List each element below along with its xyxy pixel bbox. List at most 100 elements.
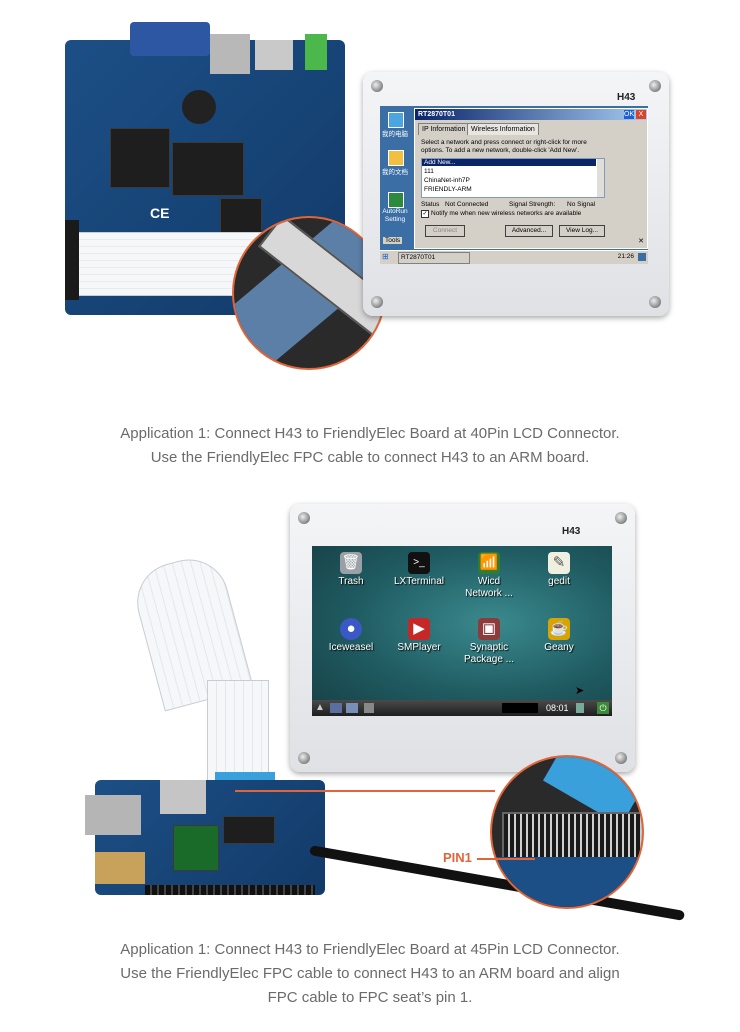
desktop-icon-synaptic[interactable]: ▣ Synaptic Package ... [454, 618, 524, 666]
wicd-network-icon: 📶 [478, 552, 500, 574]
wince-taskbar: ⊞ RT2870T01 21:26 [380, 250, 648, 264]
list-item[interactable]: ChinaNet-inh7P [424, 177, 470, 184]
panel-label: H43 [617, 92, 636, 103]
desktop-switch-icon[interactable] [364, 703, 374, 713]
wince-screen: 我的电脑 我的文档 AutoRun Setting RT2870T01 OK X… [380, 106, 648, 264]
synaptic-icon: ▣ [478, 618, 500, 640]
fpc-cable [207, 680, 269, 782]
screw-icon [615, 512, 627, 524]
terminal-icon: >_ [408, 552, 430, 574]
section1-caption: Application 1: Connect H43 to FriendlyEl… [0, 422, 740, 470]
gpio-header [145, 885, 315, 895]
dialog-title: RT2870T01 [418, 111, 455, 118]
advanced-button[interactable]: Advanced... [505, 225, 553, 237]
workspace-pager[interactable] [502, 703, 538, 713]
cpu-chip [110, 128, 170, 188]
panel-clock: 08:01 [546, 703, 569, 713]
status-label: Status [421, 201, 440, 208]
audio-jack [305, 34, 327, 70]
section1-photo: CE H43 我的电脑 我的文档 AutoRun Setting RT2870T… [60, 20, 690, 380]
desktop-icon-label: Trash [338, 576, 364, 587]
mouse-cursor-icon: ➤ [575, 685, 585, 697]
hdmi-port [95, 852, 145, 884]
network-tray-icon[interactable] [576, 703, 584, 713]
desktop-icon-label: AutoRun Setting [382, 208, 408, 223]
h43-panel: H43 🗑 Trash >_ LXTerminal 📶 Wicd Network… [290, 504, 635, 772]
memory-chip [172, 142, 244, 196]
desktop-icon-geany[interactable]: ☕ Geany [524, 618, 594, 654]
list-item[interactable]: 111 [424, 168, 434, 175]
desktop-icon-label: SMPlayer [397, 642, 441, 653]
connect-button[interactable]: Connect [425, 225, 465, 237]
cpu-chip [173, 825, 219, 871]
tab-wireless-information[interactable]: Wireless Information [467, 123, 539, 135]
dialog-titlebar: RT2870T01 [415, 109, 647, 120]
instructions-line2: options. To add a new network, double-cl… [421, 147, 580, 154]
fpc-connector [65, 220, 79, 300]
tab-ip-information[interactable]: IP Information [418, 123, 470, 135]
screw-icon [649, 296, 661, 308]
screw-icon [298, 512, 310, 524]
section2-caption: Application 1: Connect H43 to FriendlyEl… [0, 938, 740, 1010]
memory-chip [223, 816, 275, 844]
desktop-icon-label: 我的电脑 [382, 131, 408, 138]
start-icon[interactable]: ⊞ [382, 252, 389, 261]
screw-icon [371, 80, 383, 92]
logout-icon[interactable]: ⏻ [597, 702, 609, 714]
caption-line: Application 1: Connect H43 to FriendlyEl… [120, 941, 620, 958]
my-computer-icon[interactable] [388, 112, 404, 128]
screw-icon [649, 80, 661, 92]
gedit-icon: ✎ [548, 552, 570, 574]
serial-connector [130, 22, 210, 56]
desktop-icon-label: Iceweasel [328, 642, 374, 653]
list-item[interactable]: Add New... [422, 159, 596, 166]
pin1-callout-line [477, 858, 535, 860]
panel-label: H43 [562, 526, 581, 537]
ok-button[interactable]: OK [624, 110, 635, 119]
desktop-icon-label: Synaptic Package ... [463, 642, 515, 665]
desktop-icon-trash[interactable]: 🗑 Trash [316, 552, 386, 588]
status-value: Not Connected [445, 201, 489, 208]
desktop-icon-label: LXTerminal [393, 576, 445, 587]
desktop-icon-label: gedit [548, 576, 570, 587]
notify-checkbox[interactable]: ✓ [421, 210, 429, 218]
instructions-line1: Select a network and press connect or ri… [421, 139, 587, 146]
network-list[interactable]: Add New... 111 ChinaNet-inh7P FRIENDLY-A… [421, 158, 605, 198]
lxde-panel: ▲ 08:01 ⏻ [312, 700, 612, 716]
geany-icon: ☕ [548, 618, 570, 640]
desktop-icon-smplayer[interactable]: ▶ SMPlayer [384, 618, 454, 654]
screw-icon [371, 296, 383, 308]
taskbar-item[interactable]: RT2870T01 [398, 252, 470, 264]
my-documents-icon[interactable] [388, 150, 404, 166]
notify-label: Notify me when new wireless networks are… [431, 210, 582, 217]
browser-icon[interactable] [346, 703, 358, 713]
tools-label[interactable]: Tools [383, 237, 403, 244]
ethernet-port [85, 795, 141, 835]
view-log-button[interactable]: View Log... [559, 225, 605, 237]
usb-port [160, 780, 206, 814]
desktop-icon-label: Wicd Network ... [465, 576, 513, 599]
list-item[interactable]: FRIENDLY-ARM [424, 186, 472, 193]
close-button[interactable]: X [636, 110, 646, 119]
list-scrollbar[interactable] [597, 159, 604, 197]
menu-icon[interactable]: ▲ [315, 702, 325, 713]
wireless-dialog: RT2870T01 OK X IP Information Wireless I… [414, 108, 648, 249]
buzzer [182, 90, 216, 124]
smplayer-icon: ▶ [408, 618, 430, 640]
autorun-icon[interactable] [388, 192, 404, 208]
h43-panel: H43 我的电脑 我的文档 AutoRun Setting RT2870T01 … [363, 72, 669, 316]
trash-icon: 🗑 [340, 552, 362, 574]
connector-zoom-circle [232, 216, 386, 370]
pin1-zoom-circle [490, 755, 644, 909]
file-manager-icon[interactable] [330, 703, 342, 713]
desktop-icon-wicd[interactable]: 📶 Wicd Network ... [454, 552, 524, 600]
desktop-icon-iceweasel[interactable]: ● Iceweasel [316, 618, 386, 654]
callout-line [235, 790, 495, 792]
tools-close-icon[interactable]: ✕ [636, 237, 646, 246]
desktop-icon-label: 我的文档 [382, 169, 408, 176]
desktop-icon-lxterminal[interactable]: >_ LXTerminal [384, 552, 454, 588]
desktop-icon-gedit[interactable]: ✎ gedit [524, 552, 594, 588]
desktop-icon[interactable] [638, 253, 646, 261]
usb-port [255, 40, 293, 70]
desktop-icon-label: Geany [544, 642, 574, 653]
